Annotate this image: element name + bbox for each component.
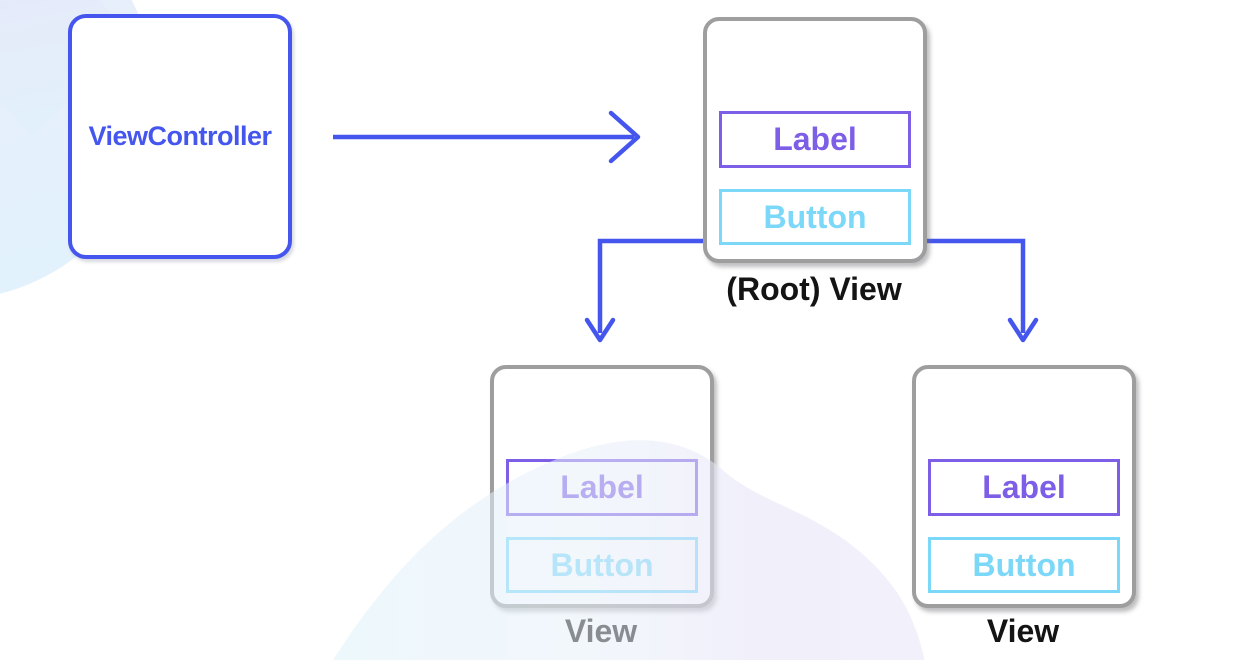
right-view-button-text: Button bbox=[972, 546, 1076, 583]
arrow-right-head-icon bbox=[608, 110, 641, 164]
right-view-label-box: Label bbox=[928, 459, 1120, 516]
viewcontroller-node: ViewController bbox=[68, 14, 292, 259]
right-view-node: Label Button bbox=[912, 365, 1136, 608]
root-view-button-box: Button bbox=[719, 189, 911, 245]
left-view-node: Label Button bbox=[490, 365, 714, 608]
right-view-button-box: Button bbox=[928, 537, 1120, 593]
root-view-node: Label Button bbox=[703, 17, 927, 263]
left-view-label-text: Label bbox=[560, 469, 644, 505]
arrow-rootview-to-rightview bbox=[923, 238, 1026, 333]
arrow-down-head-right-icon bbox=[1007, 317, 1039, 343]
arrow-down-head-left-icon bbox=[584, 317, 616, 343]
left-view-caption: View bbox=[564, 613, 638, 649]
viewcontroller-label: ViewController bbox=[88, 121, 272, 151]
left-view-label-box: Label bbox=[506, 459, 698, 516]
left-view-button-text: Button bbox=[550, 546, 654, 583]
root-view-caption: (Root) View bbox=[726, 271, 902, 307]
right-view-caption: View bbox=[986, 613, 1060, 649]
root-view-label-box: Label bbox=[719, 111, 911, 168]
left-view-button-box: Button bbox=[506, 537, 698, 593]
root-view-button-text: Button bbox=[763, 198, 867, 235]
root-view-label-text: Label bbox=[773, 121, 857, 157]
arrow-rootview-to-leftview bbox=[597, 238, 707, 333]
right-view-label-text: Label bbox=[982, 469, 1066, 505]
